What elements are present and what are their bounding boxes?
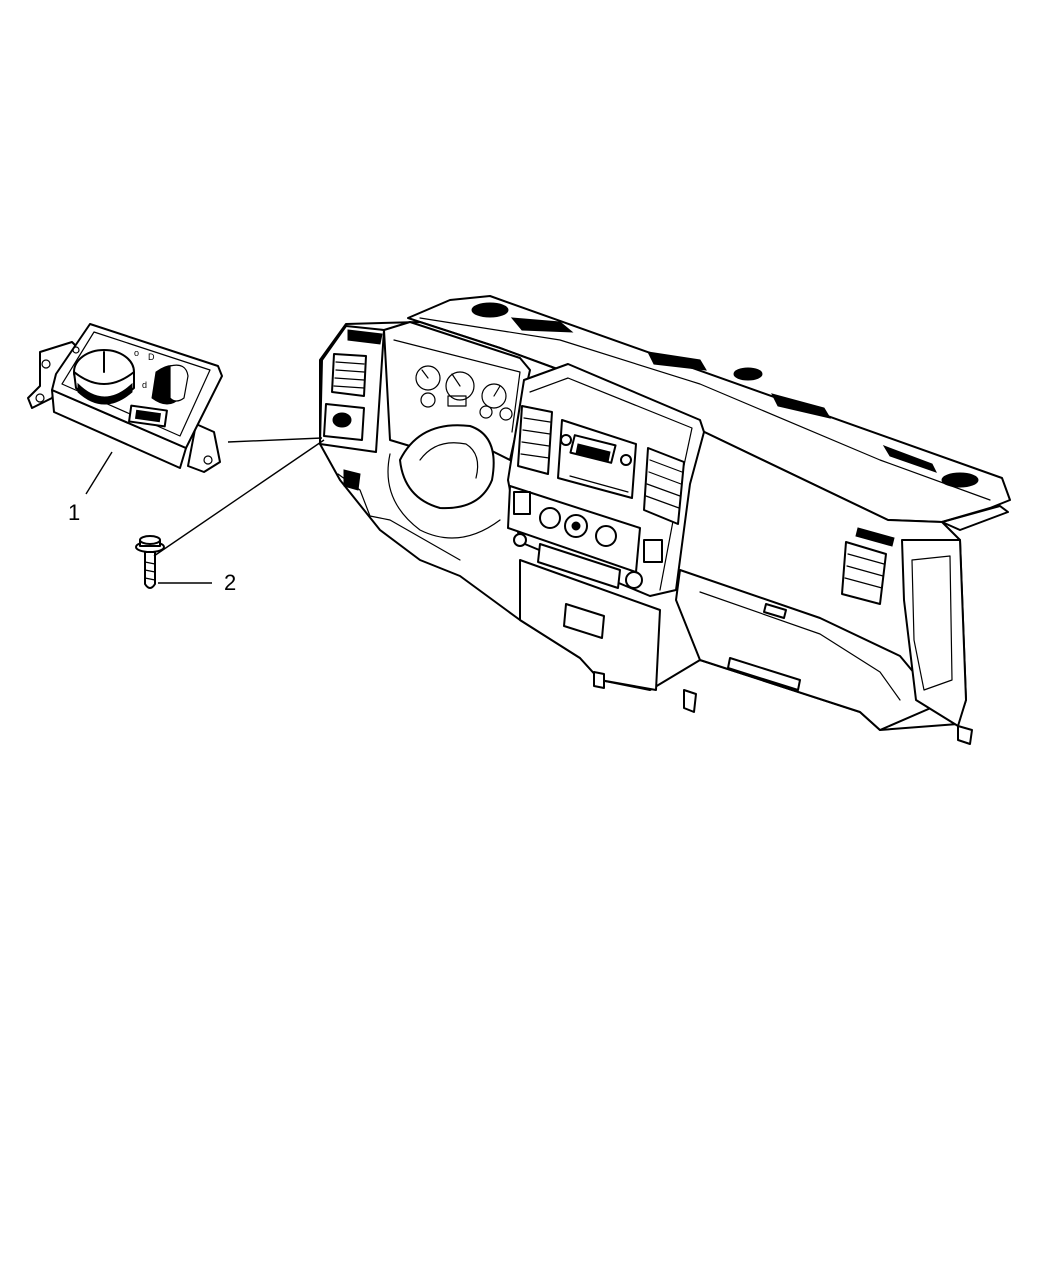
screw-thread — [144, 561, 156, 565]
headlamp-switch-location-knob — [332, 412, 352, 428]
power-outlet — [513, 533, 527, 547]
glove-box-door — [675, 569, 941, 731]
cluster-bezel — [383, 321, 531, 461]
left-vent-louvers — [333, 361, 365, 389]
switch-symbol: d — [142, 380, 147, 390]
screw-thread — [144, 569, 156, 573]
center-left-vent — [517, 405, 553, 475]
dash-top-seam — [419, 317, 991, 501]
dash-top-pad-edge — [941, 505, 1009, 531]
cluster-hood — [393, 339, 521, 433]
hvac-knob — [595, 525, 617, 547]
callout-number-2: 2 — [224, 570, 236, 595]
radio-cd-slot — [569, 475, 629, 493]
screw[interactable] — [135, 535, 165, 589]
steering-column-shroud — [419, 442, 479, 479]
glove-box-latch — [763, 603, 787, 619]
center-left-vent-louvers — [520, 417, 551, 459]
leader-switch-to-panel — [227, 437, 323, 443]
left-top-grille — [347, 329, 383, 345]
glove-box-handle — [727, 657, 801, 691]
switch-fog-button-label — [134, 409, 162, 423]
glove-box-inner — [699, 591, 901, 701]
radio-display-fill — [575, 443, 611, 463]
lower-left-vent — [343, 469, 361, 491]
center-lower-pocket — [563, 603, 605, 639]
defrost-vent — [771, 393, 832, 419]
dash-speaker-left — [471, 302, 509, 318]
passenger-vent — [841, 541, 887, 605]
steering-column-opening — [399, 424, 495, 510]
switch-symbol: D — [148, 352, 155, 362]
switch-screw-hole — [72, 346, 80, 354]
callout-number-1: 1 — [68, 500, 80, 525]
dash-sensor — [733, 367, 763, 381]
radio-knob — [560, 434, 572, 446]
defrost-vent — [882, 445, 937, 473]
switch-dimmer-wheel-rim — [169, 364, 189, 402]
dash-right-endcap-inner — [911, 555, 953, 691]
power-outlet — [625, 571, 643, 589]
headlamp-switch[interactable]: o D d — [27, 323, 223, 473]
leader-screw-to-panel — [153, 439, 325, 557]
center-mount-tab — [683, 689, 697, 713]
switch-bracket-hole — [203, 455, 213, 465]
hvac-knob-center — [571, 521, 581, 531]
switch-bracket-hole — [41, 359, 51, 369]
steering-column-lower — [387, 453, 501, 539]
screw-thread — [144, 577, 156, 581]
hvac-switch — [643, 539, 663, 563]
center-right-vent — [643, 447, 685, 525]
switch-face-bevel — [61, 331, 211, 437]
center-mount-tab — [593, 671, 605, 689]
passenger-vent-louvers — [844, 553, 885, 589]
right-mount-tab — [957, 725, 973, 745]
radio-knob — [620, 454, 632, 466]
passenger-top-grille — [855, 527, 895, 547]
switch-knob-ribs — [77, 382, 133, 405]
accessory-switch-row — [537, 543, 621, 589]
leader-callout-1 — [85, 451, 113, 495]
leader-lines — [85, 437, 325, 584]
hvac-switch — [513, 491, 531, 515]
switch-bracket-hole — [35, 393, 45, 403]
dash-speaker-right — [941, 472, 979, 488]
defrost-vent — [510, 317, 574, 333]
screw-head-top — [139, 535, 161, 545]
left-vent-housing — [331, 353, 367, 397]
defrost-vent — [647, 351, 707, 371]
switch-symbol: o — [134, 348, 139, 358]
instrument-panel — [319, 295, 1011, 745]
hvac-knob — [539, 507, 561, 529]
center-right-vent-louvers — [645, 459, 683, 509]
gauge-cluster — [415, 365, 513, 421]
